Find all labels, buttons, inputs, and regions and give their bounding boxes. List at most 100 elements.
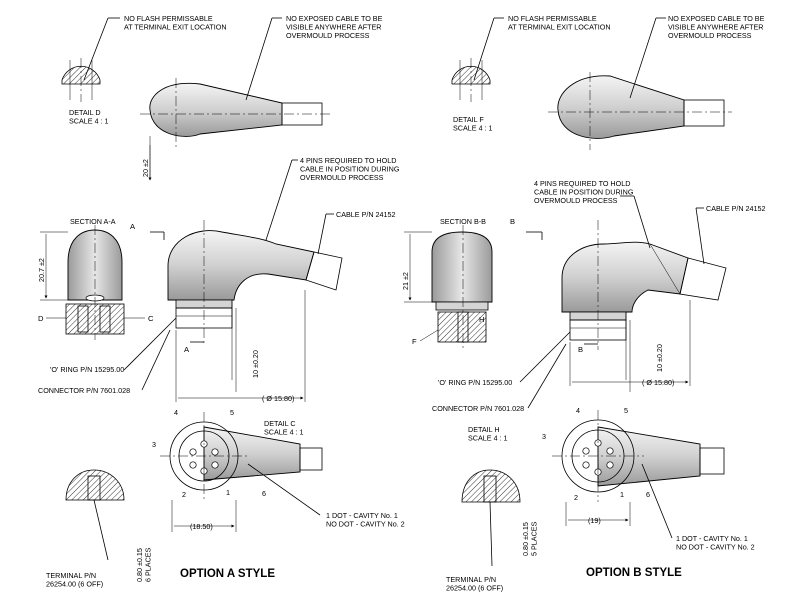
oring-pn-b: 'O' RING P/N 15295.00 <box>438 378 512 387</box>
option-a-title: OPTION A STYLE <box>180 568 275 580</box>
dim-term-a: 0.80 ±0.156 PLACES <box>135 547 152 582</box>
option-b-title: OPTION B STYLE <box>586 567 682 579</box>
overmould-body-side-a <box>167 230 315 301</box>
oring-leader-a <box>123 317 177 371</box>
pin-3-a <box>189 461 197 469</box>
connector-pn-a: CONNECTOR P/N 7601.028 <box>38 386 130 395</box>
pin-num-6-b: 6 <box>646 490 650 499</box>
overmould-crease-b <box>649 243 681 295</box>
overmould-body-top-b <box>557 75 685 139</box>
label-d: D <box>38 314 44 323</box>
section-letter-b-bot: B <box>578 345 583 354</box>
side-view-b: B B 10 ±0.20 ( Ø 15.80) <box>510 195 727 392</box>
dim-section-a: 20.7 ±2 <box>37 258 46 282</box>
connector-leader-b <box>527 343 567 409</box>
pin-3-b <box>582 461 590 469</box>
dim-term-b: 0.80 ±0.155 PLACES <box>521 521 538 556</box>
label-c: C <box>148 314 154 323</box>
cable-pn-b: CABLE P/N 24152 <box>706 204 766 213</box>
pin-6-b <box>606 447 614 455</box>
section-b-dome <box>431 231 493 303</box>
oring-leader-b <box>519 331 571 383</box>
terminal-body-a <box>65 469 125 501</box>
connector-pn-b: CONNECTOR P/N 7601.028 <box>432 404 524 413</box>
cable-pn-leader-b <box>695 207 705 265</box>
pin-2-b <box>606 461 614 469</box>
top-view-a: 20 ±2 <box>140 17 330 181</box>
terminal-detail-a: 0.80 ±0.156 PLACES <box>65 469 152 582</box>
no-flash-leader-a <box>83 17 109 81</box>
overmould-body-top-a <box>149 82 283 137</box>
oring-pn-a: 'O' RING P/N 15295.00 <box>50 365 124 374</box>
connector-leader-a <box>141 329 171 391</box>
pin-num-5-b: 5 <box>624 406 628 415</box>
detail-d-section <box>61 65 101 85</box>
pin-2-a <box>211 461 219 469</box>
dim-height-b: 21 ±2 <box>401 272 410 290</box>
four-pins-leader-b <box>633 195 651 249</box>
section-b-b-label: SECTION B-B <box>440 217 486 226</box>
face-cable-stub-b <box>699 447 725 475</box>
side-view-a: A A 10 ±0.20 ( Ø 15.80) <box>130 159 343 403</box>
pin-6-a <box>211 448 219 456</box>
dim-ring-a: 10 ±0.20 <box>251 350 260 378</box>
pin-num-3-b: 3 <box>542 432 546 441</box>
section-letter-b-top: B <box>510 217 515 226</box>
cable-side-a <box>305 251 343 291</box>
label-f-leader <box>419 329 439 342</box>
dim-width-b: (19) <box>588 516 601 525</box>
no-flash-leader-b <box>473 17 495 81</box>
four-pins-leader-a <box>265 159 293 241</box>
dot-note-leader-a <box>247 463 321 516</box>
dim-ring-b: 10 ±0.20 <box>655 344 664 372</box>
section-b-ring <box>435 301 489 311</box>
dim-width-a: (18.50) <box>190 522 213 531</box>
pin-num-4-a: 4 <box>174 408 178 417</box>
pin-num-6-a: 6 <box>262 489 266 498</box>
section-a-terminal-left <box>77 305 89 333</box>
cable-stub-top-b <box>683 99 725 127</box>
terminal-leader-b <box>489 501 493 567</box>
dim-dia-a: ( Ø 15.80) <box>262 394 294 403</box>
detail-f-section <box>451 65 491 85</box>
cable-pn-a: CABLE P/N 24152 <box>336 210 396 219</box>
section-a-a-view: SECTION A-A 20.7 ±2 D C <box>37 217 154 340</box>
section-a-a-label: SECTION A-A <box>70 217 116 226</box>
section-b-b-view: SECTION B-B 21 ±2 F H <box>401 217 493 350</box>
cable-side-b <box>679 257 727 301</box>
top-view-b <box>548 17 732 150</box>
pin-num-5-a: 5 <box>230 408 234 417</box>
label-h: H <box>479 315 484 324</box>
terminal-leader-a <box>93 499 109 561</box>
pin-4-a <box>189 448 197 456</box>
cable-pn-leader-a <box>317 213 327 255</box>
pin-num-2-b: 2 <box>574 493 578 502</box>
pin-num-2-a: 2 <box>182 490 186 499</box>
face-cable-stub-a <box>299 447 323 471</box>
pin-num-1-b: 1 <box>620 490 624 499</box>
section-letter-a-top: A <box>130 222 136 231</box>
dim-dia-b: ( Ø 15.80) <box>642 378 674 387</box>
no-cable-leader-b <box>629 17 657 99</box>
face-view-b: 1 2 3 4 5 6 (19) <box>542 406 725 539</box>
